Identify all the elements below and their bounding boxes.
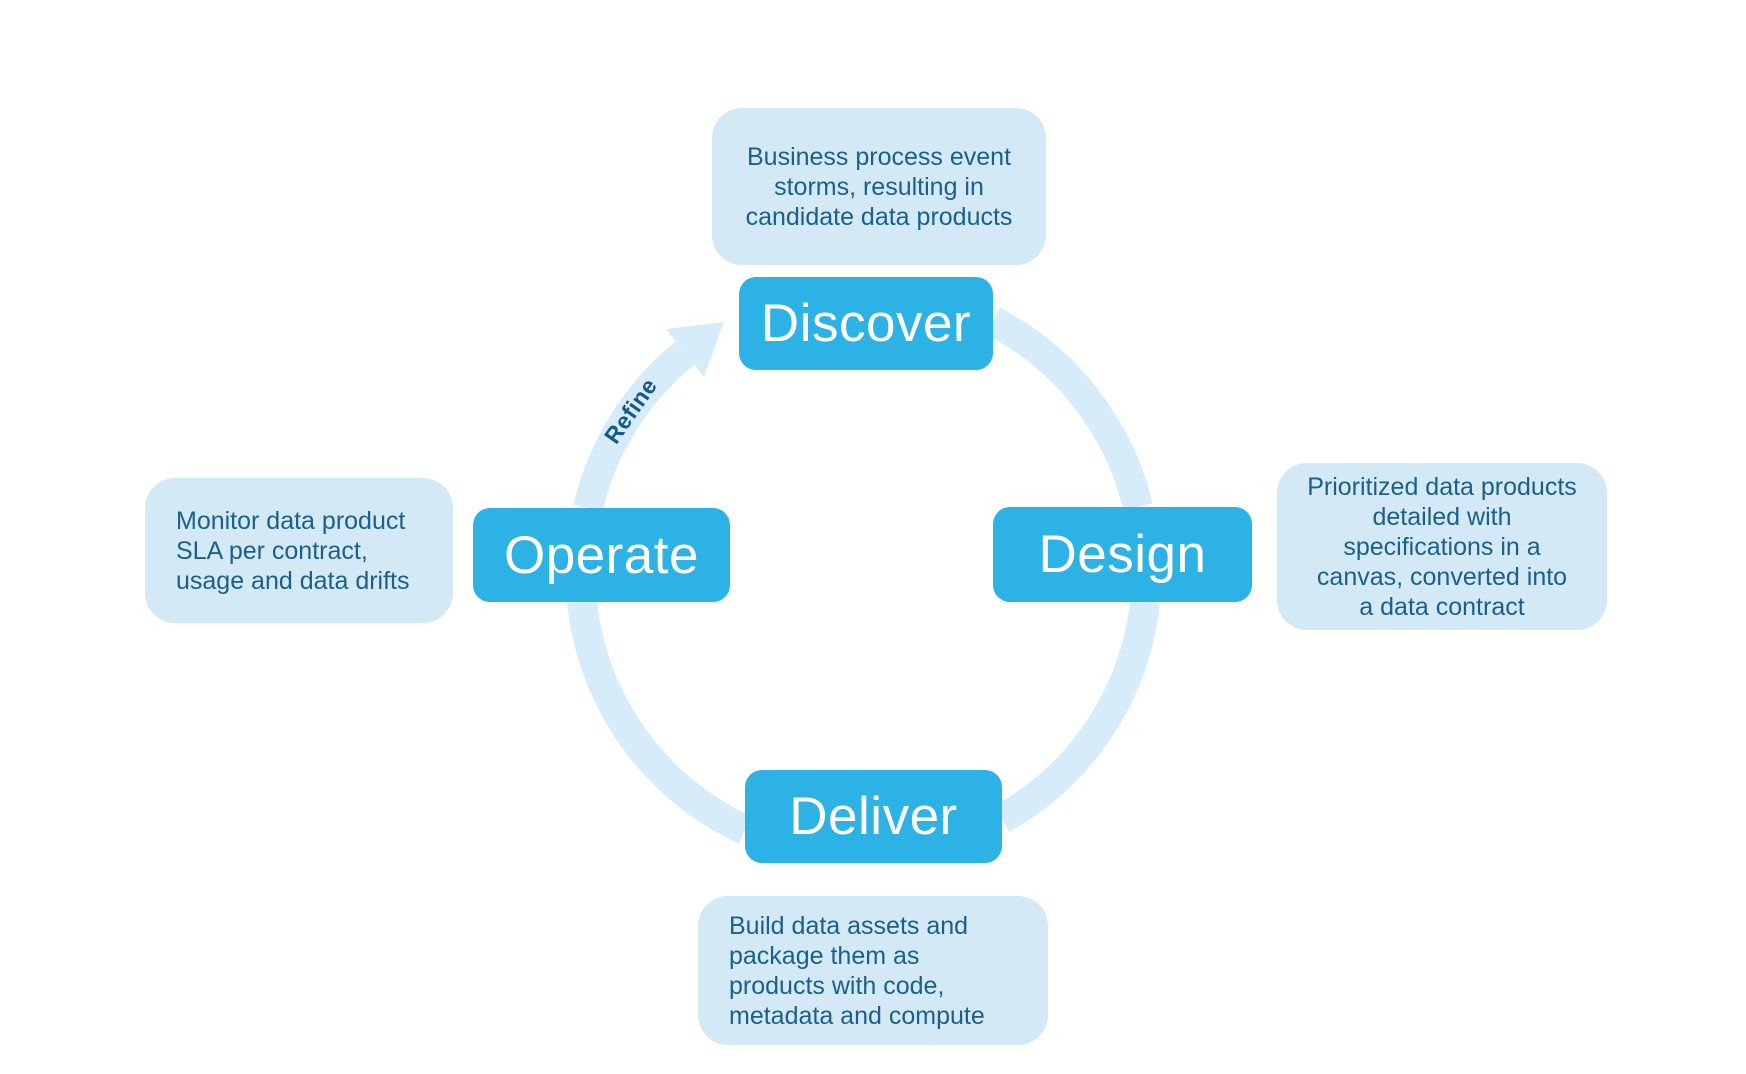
arc-discover-to-design	[985, 307, 1153, 511]
stage-label: Discover	[760, 294, 972, 353]
annotation-line: Business process event	[746, 142, 1012, 171]
annotation-line: storms, resulting in	[774, 172, 984, 201]
annotation-discover: Business process event storms, resulting…	[712, 108, 1046, 265]
annotation-line: SLA per contract,	[176, 536, 368, 565]
annotation-line: usage and data drifts	[176, 566, 410, 595]
annotation-line: package them as	[729, 941, 920, 970]
annotation-line: detailed with	[1372, 502, 1512, 531]
annotation-operate: Monitor data product SLA per contract, u…	[145, 478, 453, 623]
annotation-line: a data contract	[1359, 592, 1525, 621]
stage-node-operate: Operate	[473, 508, 730, 602]
stage-node-discover: Discover	[739, 277, 993, 370]
stage-label: Operate	[503, 525, 699, 585]
annotation-line: specifications in a	[1343, 532, 1541, 561]
stage-node-deliver: Deliver	[745, 770, 1002, 863]
annotation-line: Monitor data product	[176, 506, 406, 535]
annotation-line: metadata and compute	[729, 1001, 985, 1030]
arc-design-to-deliver	[994, 600, 1160, 833]
annotation-line: Build data assets and	[729, 911, 969, 940]
arc-deliver-to-operate	[567, 600, 752, 844]
stage-label: Design	[1038, 525, 1207, 584]
annotation-design: Prioritized data products detailed with …	[1277, 463, 1607, 630]
annotation-line: candidate data products	[745, 202, 1013, 231]
annotation-line: canvas, converted into	[1316, 562, 1568, 591]
arrow-head-icon	[666, 322, 724, 377]
arc-operate-to-discover	[573, 341, 695, 512]
stage-node-design: Design	[993, 507, 1252, 602]
annotation-line: Prioritized data products	[1307, 472, 1577, 501]
annotation-deliver: Build data assets and package them as pr…	[698, 896, 1048, 1045]
stage-label: Deliver	[789, 787, 958, 846]
annotation-line: products with code,	[729, 971, 945, 1000]
